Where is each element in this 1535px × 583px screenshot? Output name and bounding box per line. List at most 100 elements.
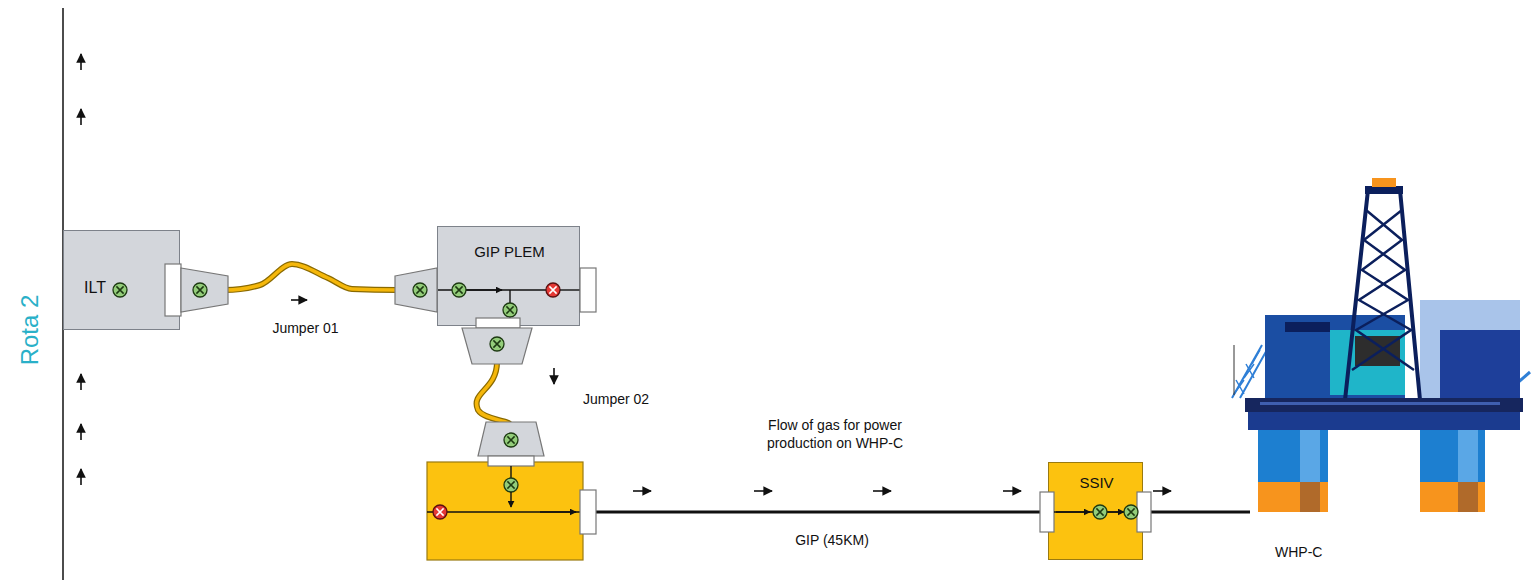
edge-group bbox=[180, 264, 437, 290]
ilt-hub bbox=[181, 268, 228, 312]
platform-illustration bbox=[1458, 482, 1478, 512]
flow-arrows bbox=[291, 299, 307, 301]
flow-arrows bbox=[291, 300, 1171, 491]
flow-note: Flow of gas for power production on WHP-… bbox=[740, 417, 930, 452]
flow-arrows bbox=[873, 490, 891, 492]
manifold-fittings bbox=[433, 505, 447, 519]
terminal-box: ILT bbox=[63, 230, 180, 330]
ssiv-fittings bbox=[1107, 511, 1124, 512]
platform-illustration bbox=[1285, 322, 1330, 332]
platform-illustration bbox=[1258, 430, 1328, 482]
ssiv-fittings bbox=[1054, 511, 1137, 512]
plem-fittings bbox=[466, 289, 502, 290]
platform-illustration bbox=[1420, 300, 1520, 400]
ssiv-fittings bbox=[1056, 511, 1090, 512]
platform-node: WHP-C bbox=[1250, 175, 1535, 570]
jumper-02 bbox=[477, 362, 510, 425]
manifold-fittings bbox=[540, 511, 576, 512]
pipeline bbox=[1143, 511, 1250, 514]
plem-fittings bbox=[438, 289, 546, 290]
ilt-hub bbox=[193, 283, 207, 297]
manifold-fittings bbox=[488, 456, 534, 466]
platform-illustration bbox=[1245, 398, 1523, 412]
plem-fittings bbox=[509, 290, 510, 311]
platform-illustration bbox=[1345, 190, 1420, 400]
platform-illustration bbox=[1234, 345, 1235, 395]
manifold-fittings bbox=[510, 466, 511, 478]
plem-fittings bbox=[580, 268, 596, 312]
route-arrows bbox=[80, 424, 82, 440]
flow-arrows bbox=[553, 368, 555, 384]
flow-arrows bbox=[1153, 490, 1171, 492]
plem-fittings bbox=[476, 318, 520, 328]
node-label: WHP-C bbox=[1275, 544, 1322, 560]
platform-illustration bbox=[1265, 315, 1405, 400]
plem-fittings bbox=[395, 268, 437, 312]
plem-box: GIP PLEM bbox=[437, 226, 580, 326]
gip-pipeline bbox=[596, 511, 1040, 514]
flow-arrows bbox=[1003, 490, 1021, 492]
node-label: GIP PLEM bbox=[474, 243, 545, 260]
plem-fittings bbox=[503, 303, 517, 317]
platform-illustration bbox=[1248, 412, 1520, 430]
node-label: SSIV bbox=[1079, 474, 1113, 491]
edge-group bbox=[1143, 512, 1250, 513]
ssiv-fittings bbox=[1040, 492, 1151, 532]
ssiv-fittings bbox=[1124, 505, 1138, 519]
plem-fittings bbox=[509, 317, 510, 327]
flow-arrows bbox=[633, 490, 651, 492]
plem-fittings bbox=[560, 289, 580, 290]
route-arrows bbox=[80, 469, 82, 485]
manifold-fittings bbox=[427, 422, 596, 534]
platform-illustration bbox=[1352, 210, 1414, 370]
jumper-02 bbox=[477, 362, 510, 425]
ssiv-fittings bbox=[1040, 492, 1054, 532]
jumper-label: Jumper 02 bbox=[583, 391, 649, 409]
plem-fittings bbox=[413, 283, 427, 297]
pipeline-label: GIP (45KM) bbox=[795, 532, 869, 550]
manifold-fittings bbox=[580, 490, 596, 534]
platform-illustration bbox=[1330, 330, 1405, 395]
platform-illustration bbox=[1232, 345, 1268, 398]
platform-illustration bbox=[1232, 178, 1530, 512]
plem-fittings bbox=[462, 328, 532, 364]
manifold-fittings bbox=[504, 433, 518, 447]
platform-illustration bbox=[1260, 402, 1500, 405]
platform-illustration bbox=[1372, 178, 1396, 187]
jumper-hose-outline bbox=[180, 264, 437, 290]
ilt-hub bbox=[113, 283, 127, 297]
platform-illustration bbox=[1234, 350, 1260, 394]
platform-illustration bbox=[1355, 336, 1400, 366]
edge-label: Jumper 01 bbox=[270, 320, 340, 336]
route-title: Rota 2 bbox=[15, 295, 45, 366]
platform-illustration bbox=[1258, 482, 1328, 512]
plem-fittings bbox=[395, 268, 596, 364]
manifold-fittings bbox=[504, 478, 518, 492]
route-arrows bbox=[80, 374, 82, 390]
ilt-hub bbox=[165, 264, 181, 316]
ilt-hub bbox=[113, 264, 228, 316]
platform-illustration bbox=[1420, 482, 1485, 512]
manifold-fittings bbox=[427, 511, 580, 512]
platform-illustration bbox=[1420, 430, 1485, 482]
route-arrows bbox=[80, 54, 82, 70]
platform-illustration bbox=[1458, 430, 1478, 482]
platform-illustration bbox=[1300, 430, 1320, 482]
jumper-hose bbox=[180, 264, 437, 290]
plem-fittings bbox=[546, 283, 560, 297]
ssiv-box: SSIV bbox=[1048, 462, 1143, 560]
platform-illustration bbox=[1365, 186, 1403, 194]
plem-fittings bbox=[490, 337, 504, 351]
flow-arrows bbox=[754, 490, 772, 492]
platform-illustration bbox=[1440, 330, 1520, 400]
node-label: ILT bbox=[84, 279, 106, 297]
platform-illustration bbox=[1300, 482, 1320, 512]
plem-fittings bbox=[452, 283, 466, 297]
route-arrows bbox=[80, 109, 82, 125]
ssiv-fittings bbox=[1137, 492, 1151, 532]
manifold-fittings bbox=[478, 422, 544, 456]
manifold-fittings bbox=[510, 492, 511, 507]
